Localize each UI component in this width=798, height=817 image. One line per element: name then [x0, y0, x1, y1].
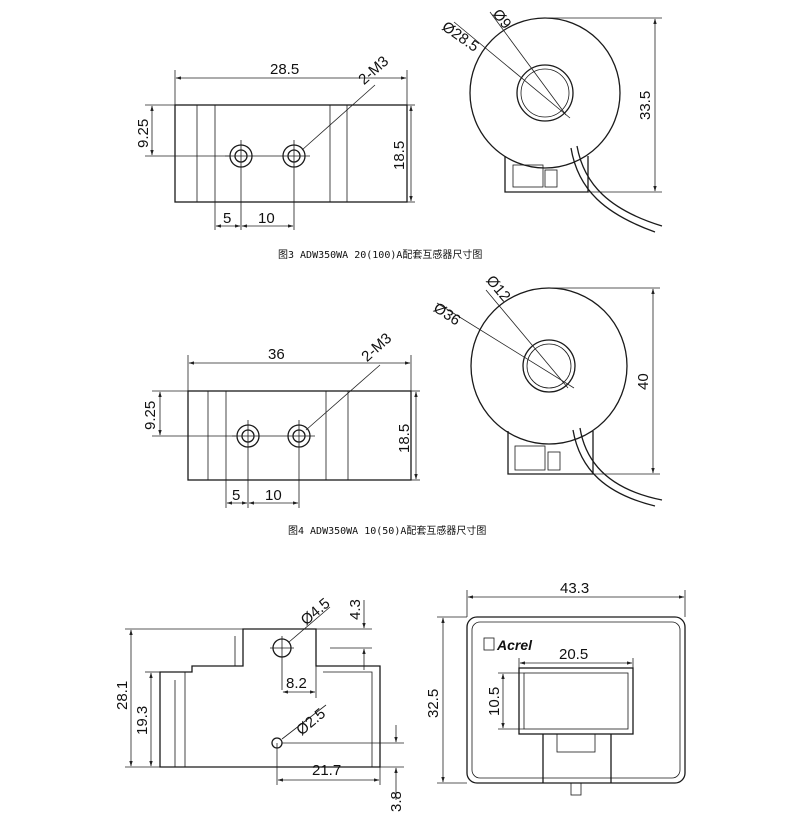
fig3-hole-offset-label: 9.25	[135, 119, 152, 148]
fig3-side-view: Ø28.5 Ø9 33.5	[439, 6, 663, 233]
fig3-outer-dia-label: Ø28.5	[439, 18, 482, 55]
fig3-width-label: 28.5	[270, 61, 299, 78]
fig4-front-view: 36 2-M3 9.25 18.5 5 10	[142, 330, 420, 508]
fig5-window-width-label: 20.5	[559, 646, 588, 663]
fig5-top-offset-label: 4.3	[347, 599, 364, 620]
fig3-hole-x1-label: 5	[223, 210, 231, 227]
fig5-window-height-label: 10.5	[486, 687, 503, 716]
fig3-hole-pitch-label: 10	[258, 210, 275, 227]
fig5-hole-dia-label: Ø4.5	[298, 595, 334, 629]
fig4-side-view: Ø36 Ø12 40	[430, 272, 663, 507]
fig4-hole-label: 2-M3	[358, 330, 395, 366]
fig5-profile-view: Ø4.5 4.3 28.1 19.3 8.2 Ø2.5	[114, 595, 405, 812]
fig5-bottom-offset-label: 3.8	[388, 791, 405, 812]
fig4-hole-pitch-label: 10	[265, 487, 282, 504]
fig4-outer-dia-label: Ø36	[430, 300, 463, 330]
figure5: Ø4.5 4.3 28.1 19.3 8.2 Ø2.5	[114, 580, 686, 812]
fig4-height-label: 18.5	[396, 424, 413, 453]
figure3: 28.5 2-M3 9.25 18.5 5 10	[135, 6, 663, 261]
fig5-bottom-width-label: 21.7	[312, 762, 341, 779]
fig3-hole-label: 2-M3	[355, 53, 392, 89]
fig5-total-height-label: 28.1	[114, 681, 131, 710]
fig5-width-label: 43.3	[560, 580, 589, 597]
fig5-front-view: Acrel 43.3 32.5 20.5 10.5	[425, 580, 686, 796]
fig4-height-side-label: 40	[635, 373, 652, 390]
fig3-front-view: 28.5 2-M3 9.25 18.5 5 10	[135, 53, 415, 230]
fig5-small-hole-label: Ø2.5	[293, 705, 329, 739]
fig4-caption: 图4 ADW350WA 10(50)A配套互感器尺寸图	[288, 524, 486, 537]
fig3-height-label: 18.5	[391, 141, 408, 170]
fig5-inner-height-label: 19.3	[134, 706, 151, 735]
fig3-caption: 图3 ADW350WA 20(100)A配套互感器尺寸图	[278, 248, 482, 261]
fig4-inner-dia-label: Ø12	[482, 272, 513, 305]
fig4-hole-offset-label: 9.25	[142, 401, 159, 430]
fig3-height-side-label: 33.5	[637, 91, 654, 120]
figure4: 36 2-M3 9.25 18.5 5 10	[142, 272, 663, 537]
fig3-inner-dia-label: Ø9	[489, 6, 515, 32]
fig4-width-label: 36	[268, 346, 285, 363]
fig5-height-label: 32.5	[425, 689, 442, 718]
fig5-logo: Acrel	[496, 637, 533, 653]
fig4-hole-x1-label: 5	[232, 487, 240, 504]
fig5-hole-spacing-label: 8.2	[286, 675, 307, 692]
